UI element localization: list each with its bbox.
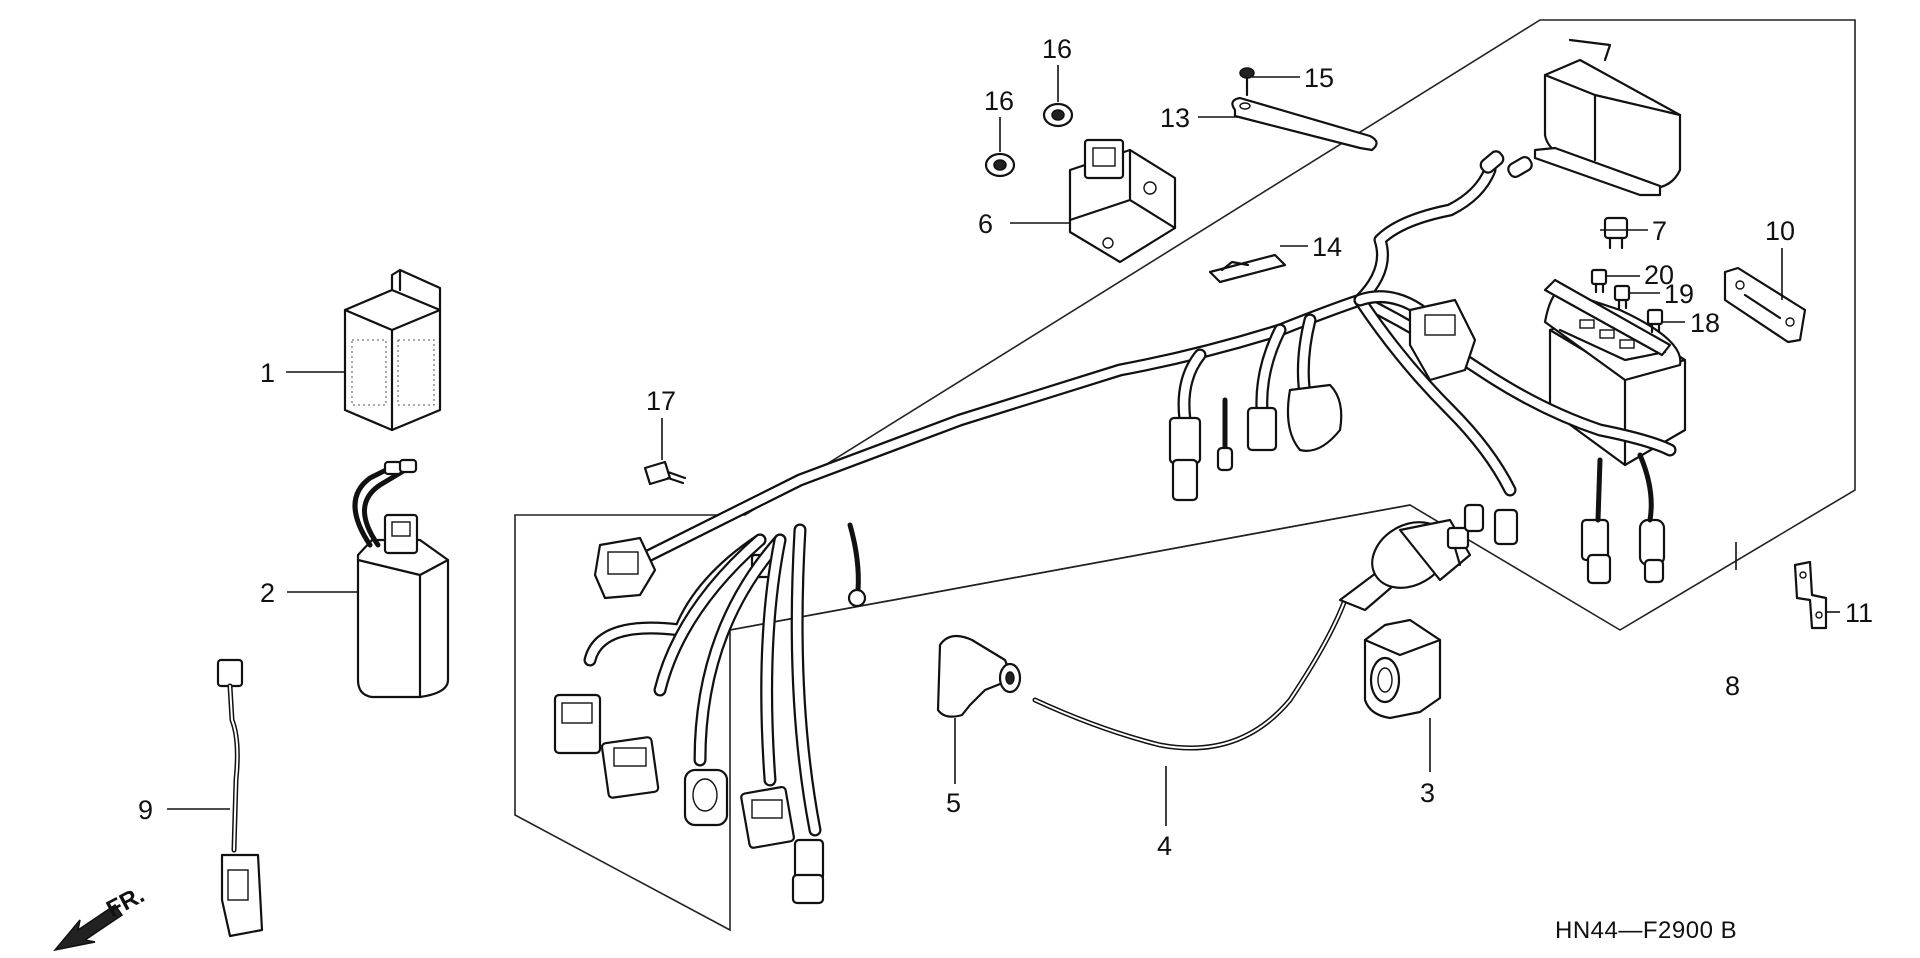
callout-11: 11	[1845, 598, 1873, 628]
fuse-19-part	[1613, 284, 1631, 310]
callout-18: 18	[1690, 308, 1720, 338]
relay-unit-part	[1068, 138, 1177, 264]
callout-16-right: 16	[1042, 34, 1072, 64]
callout-1: 1	[260, 358, 275, 388]
callout-7: 7	[1652, 216, 1667, 246]
callout-17: 17	[646, 386, 676, 416]
leader-lines	[167, 65, 1840, 826]
front-direction-arrow: FR.	[53, 881, 149, 952]
diagram-part-code: HN44—F2900 B	[1555, 917, 1737, 944]
fuse-holder-bracket-part	[1723, 266, 1807, 344]
callout-16-left: 16	[984, 86, 1014, 116]
harness-assembly-boundary	[514, 19, 1856, 932]
band-clamp-part	[1231, 96, 1378, 152]
callout-2: 2	[260, 578, 275, 608]
callout-15: 15	[1304, 63, 1334, 93]
callout-labels: 1 2 3 4 5 6 7 8 9 10 11 13 14 15 16 16 1…	[138, 34, 1873, 861]
wire-clip-part	[1208, 253, 1287, 284]
callout-13: 13	[1160, 103, 1190, 133]
callout-14: 14	[1312, 232, 1342, 262]
spark-plug-cap-part	[936, 634, 1022, 718]
main-fuse-part	[1603, 216, 1629, 250]
screw-part	[1239, 67, 1255, 97]
callout-3: 3	[1420, 778, 1435, 808]
cdi-cover-part	[343, 268, 442, 432]
fuse-box-part	[1543, 278, 1687, 467]
ignition-coil-group-boundary	[729, 504, 1411, 631]
ignition-coil-part	[1032, 518, 1472, 751]
bolt-part	[643, 460, 687, 486]
coil-bracket-part	[1363, 618, 1442, 720]
fuse-20-part	[1590, 268, 1608, 294]
callout-8: 8	[1725, 671, 1740, 701]
stay-bracket-part	[1793, 560, 1828, 630]
main-wire-harness-part	[553, 150, 1677, 905]
callout-6: 6	[978, 209, 993, 239]
callout-5: 5	[946, 788, 961, 818]
fuse-18-part	[1646, 308, 1664, 334]
cdi-unit-part	[352, 458, 450, 699]
sub-harness-part	[216, 658, 264, 938]
callout-9: 9	[138, 795, 153, 825]
callout-10: 10	[1765, 216, 1795, 246]
grommet-part-left	[984, 152, 1016, 178]
grommet-part-right	[1042, 102, 1074, 128]
callout-20: 20	[1644, 260, 1674, 290]
callout-19: 19	[1664, 279, 1694, 309]
fuse-box-cover-part	[1533, 38, 1682, 197]
callout-4: 4	[1157, 831, 1172, 861]
